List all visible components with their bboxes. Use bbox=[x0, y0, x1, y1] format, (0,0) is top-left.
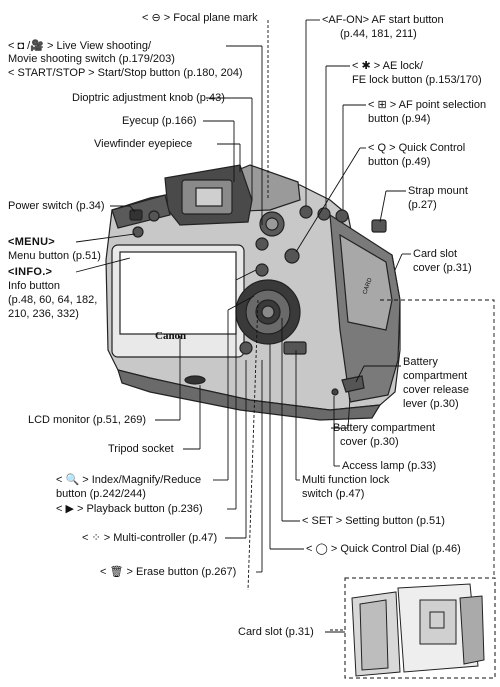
label-info-pages-2: 210, 236, 332) bbox=[8, 308, 79, 320]
card-slot-inset bbox=[344, 577, 496, 679]
camera-brand-logo: Canon bbox=[155, 330, 187, 342]
label-multi-controller: < ⁘ > Multi-controller (p.47) bbox=[82, 532, 218, 544]
label-info-pages-1: (p.48, 60, 64, 182, bbox=[8, 294, 98, 306]
label-af-point-selection-2: button (p.94) bbox=[368, 113, 431, 125]
label-quick-control-button-2: button (p.49) bbox=[368, 156, 431, 168]
label-live-view-switch-1: < ◘ /🎥 > Live View shooting/ bbox=[8, 40, 152, 52]
label-af-on-button-1: <AF-ON> AF start button bbox=[322, 14, 444, 26]
label-focal-plane-mark: < ⊖ > Focal plane mark bbox=[142, 12, 258, 24]
label-multi-function-lock-1: Multi function lock bbox=[302, 474, 390, 486]
camera-body bbox=[105, 164, 401, 421]
label-quick-control-button-1: < Q > Quick Control bbox=[368, 142, 466, 154]
label-card-slot: Card slot (p.31) bbox=[238, 626, 314, 638]
label-strap-mount-1: Strap mount bbox=[408, 185, 468, 197]
label-battery-release-4: lever (p.30) bbox=[403, 398, 459, 410]
label-menu-button: Menu button (p.51) bbox=[8, 250, 101, 262]
label-battery-cover-1: Battery compartment bbox=[333, 422, 436, 434]
label-viewfinder-eyepiece: Viewfinder eyepiece bbox=[94, 138, 193, 150]
label-index-magnify-1: < 🔍 > Index/Magnify/Reduce bbox=[56, 474, 202, 486]
label-index-magnify-2: button (p.242/244) bbox=[56, 488, 146, 500]
label-lcd-monitor: LCD monitor (p.51, 269) bbox=[28, 414, 146, 426]
label-battery-release-2: compartment bbox=[403, 370, 468, 382]
label-tripod-socket: Tripod socket bbox=[108, 443, 174, 455]
label-setting-button: < SET > Setting button (p.51) bbox=[302, 515, 445, 527]
label-af-on-button-2: (p.44, 181, 211) bbox=[340, 28, 417, 40]
label-multi-function-lock-2: switch (p.47) bbox=[302, 488, 365, 500]
label-eyecup: Eyecup (p.166) bbox=[122, 115, 197, 127]
label-card-slot-cover-2: cover (p.31) bbox=[413, 262, 472, 274]
label-playback-button: < ▶ > Playback button (p.236) bbox=[56, 503, 203, 515]
label-af-point-selection-1: < ⊞ > AF point selection bbox=[368, 99, 487, 111]
label-strap-mount-2: (p.27) bbox=[408, 199, 437, 211]
label-battery-release-3: cover release bbox=[403, 384, 470, 396]
label-erase-button: < 🗑 > Erase button (p.267) bbox=[100, 566, 237, 578]
label-info-icon: <INFO.> bbox=[8, 266, 53, 278]
label-dioptric-knob: Dioptric adjustment knob (p.43) bbox=[72, 92, 225, 104]
label-menu-icon: <MENU> bbox=[8, 236, 56, 248]
label-start-stop-button: < START/STOP > Start/Stop button (p.180,… bbox=[8, 67, 243, 79]
label-live-view-switch-2: Movie shooting switch (p.179/203) bbox=[8, 53, 175, 65]
label-access-lamp: Access lamp (p.33) bbox=[342, 460, 437, 472]
label-battery-release-1: Battery bbox=[403, 356, 438, 368]
label-battery-cover-2: cover (p.30) bbox=[340, 436, 399, 448]
label-info-button: Info button bbox=[8, 280, 60, 292]
label-quick-control-dial: < ◯ > Quick Control Dial (p.46) bbox=[306, 543, 461, 555]
leader-lines bbox=[75, 19, 495, 660]
label-ae-lock-1: < ✱ > AE lock/ bbox=[352, 60, 423, 72]
label-power-switch: Power switch (p.34) bbox=[8, 200, 105, 212]
label-ae-lock-2: FE lock button (p.153/170) bbox=[352, 74, 482, 86]
label-card-slot-cover-1: Card slot bbox=[413, 248, 458, 260]
